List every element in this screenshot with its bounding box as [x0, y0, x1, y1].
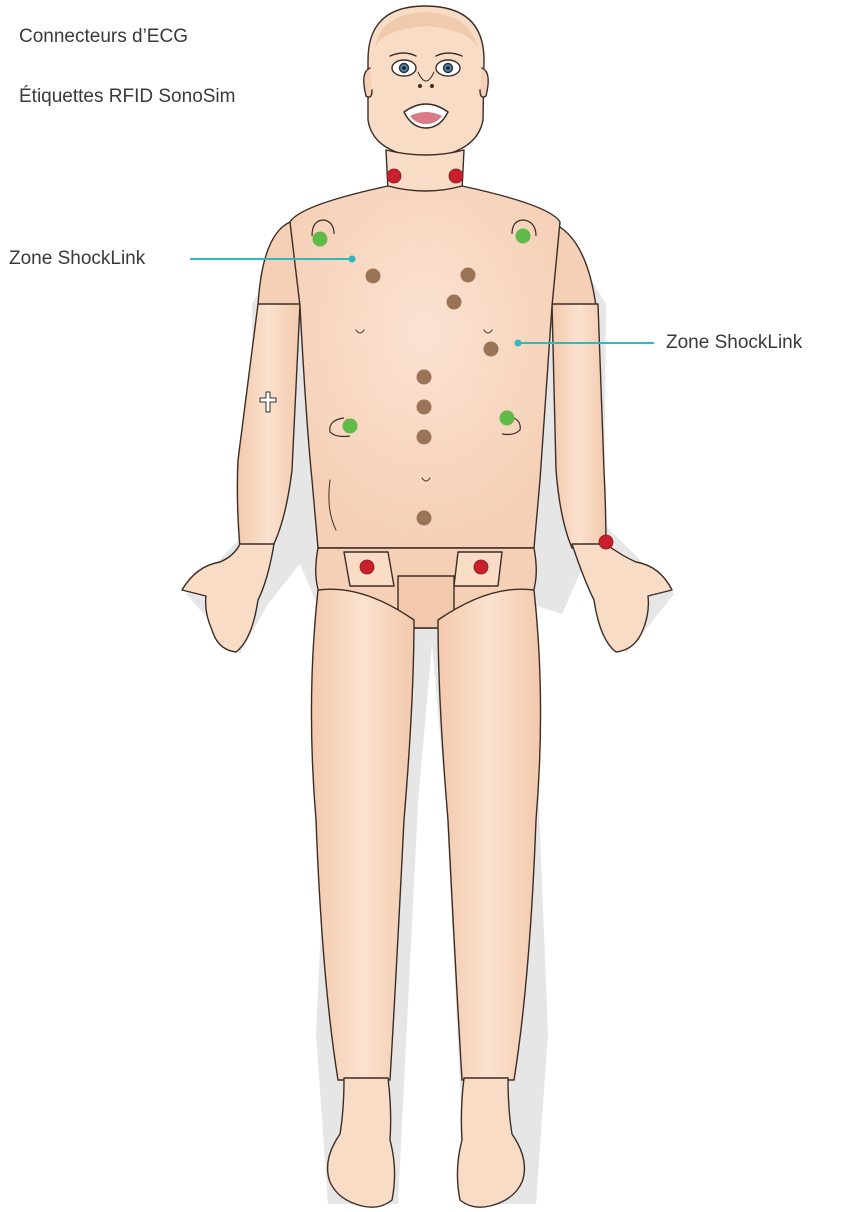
- head: [364, 6, 489, 156]
- leader-dot-right: [515, 340, 522, 347]
- ecg-connector-groin-left: [360, 560, 374, 574]
- shocklink-pad-lower-right: [500, 411, 515, 426]
- shocklink-pad-upper-left: [313, 232, 328, 247]
- rfid-tag: [447, 295, 462, 310]
- rfid-tag: [461, 268, 476, 283]
- shocklink-pad-upper-right: [516, 229, 531, 244]
- ecg-connector-neck-left: [387, 169, 401, 183]
- ecg-connector-groin-right: [474, 560, 488, 574]
- rfid-tag: [417, 400, 432, 415]
- shocklink-pad-lower-left: [343, 419, 358, 434]
- rfid-tag: [417, 430, 432, 445]
- rfid-tag: [417, 511, 432, 526]
- rfid-tag: [484, 342, 499, 357]
- ecg-connector-wrist-right: [599, 535, 613, 549]
- ecg-connector-neck-right: [449, 169, 463, 183]
- rfid-tag: [417, 370, 432, 385]
- rfid-tag: [366, 269, 381, 284]
- leader-dot-left: [349, 256, 356, 263]
